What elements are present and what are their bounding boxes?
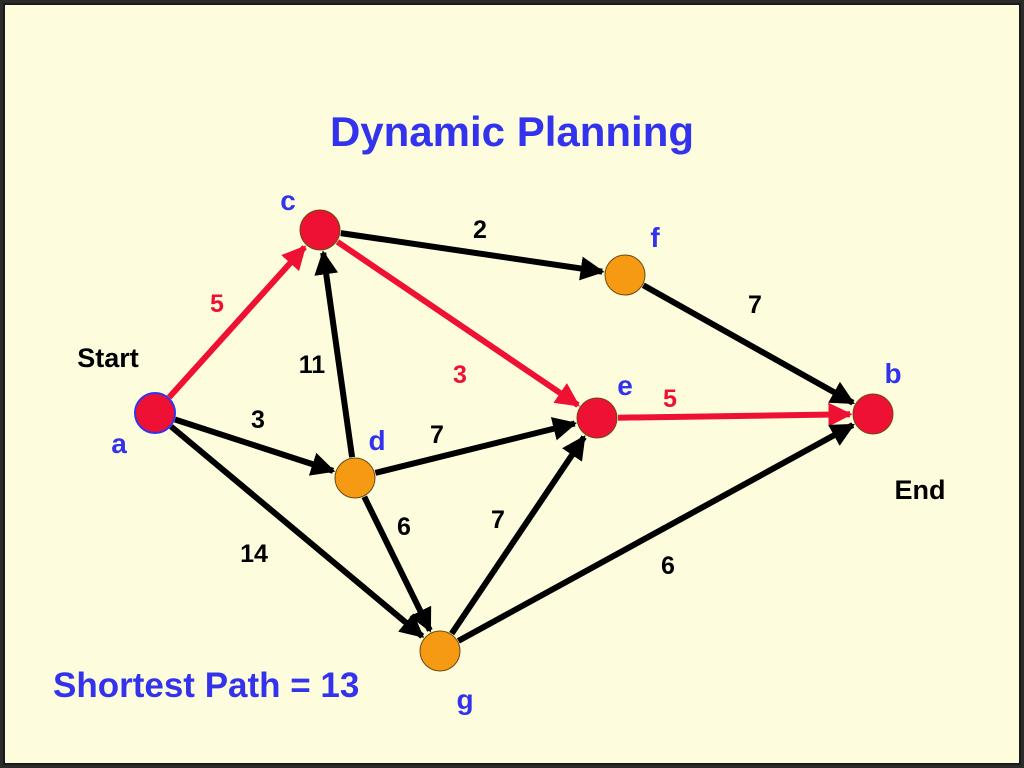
edge-weight-a-d: 3 <box>251 406 265 434</box>
edge-weight-d-e: 7 <box>430 421 444 449</box>
node-label-c: c <box>280 185 296 216</box>
edge-a-g <box>169 424 425 639</box>
edge-weight-d-g: 6 <box>397 513 411 541</box>
edge-weight-d-c: 11 <box>299 351 326 379</box>
edges-layer <box>166 230 855 644</box>
node-label-e: e <box>617 370 633 401</box>
node-label-g: g <box>456 684 473 715</box>
edge-c-e <box>335 239 580 408</box>
start-label: Start <box>77 343 139 373</box>
edge-weight-g-e: 7 <box>491 506 505 534</box>
edge-f-b <box>641 282 855 406</box>
edge-g-e <box>449 435 587 636</box>
node-label-d: d <box>368 425 385 456</box>
node-label-f: f <box>650 222 660 253</box>
node-g <box>419 630 461 672</box>
slide-title: Dynamic Planning <box>329 108 695 155</box>
node-b <box>852 393 894 435</box>
edge-c-f <box>340 230 605 281</box>
edge-weight-a-c: 5 <box>210 290 224 318</box>
edge-d-e <box>374 417 578 476</box>
edge-e-b <box>617 402 853 427</box>
edge-a-c <box>166 245 307 400</box>
shortest-path-result: Shortest Path = 13 <box>53 666 360 705</box>
node-label-a: a <box>111 428 127 459</box>
edge-weight-f-b: 7 <box>748 291 762 319</box>
edge-weight-g-b: 6 <box>661 552 675 580</box>
node-d <box>334 457 376 499</box>
edge-weight-c-e: 3 <box>453 361 467 389</box>
edge-weight-a-g: 14 <box>240 540 268 568</box>
edge-g-b <box>456 422 855 644</box>
node-c <box>299 209 341 251</box>
edge-weight-e-b: 5 <box>663 385 677 413</box>
nodes-layer <box>134 209 894 672</box>
end-label: End <box>895 475 946 505</box>
edge-weight-c-f: 2 <box>473 216 487 244</box>
node-a <box>134 392 176 434</box>
node-e <box>576 397 618 439</box>
edge-d-g <box>361 495 433 633</box>
edge-a-d <box>174 416 336 476</box>
node-label-b: b <box>884 358 901 389</box>
edge-d-c <box>314 250 356 458</box>
node-f <box>604 254 646 296</box>
